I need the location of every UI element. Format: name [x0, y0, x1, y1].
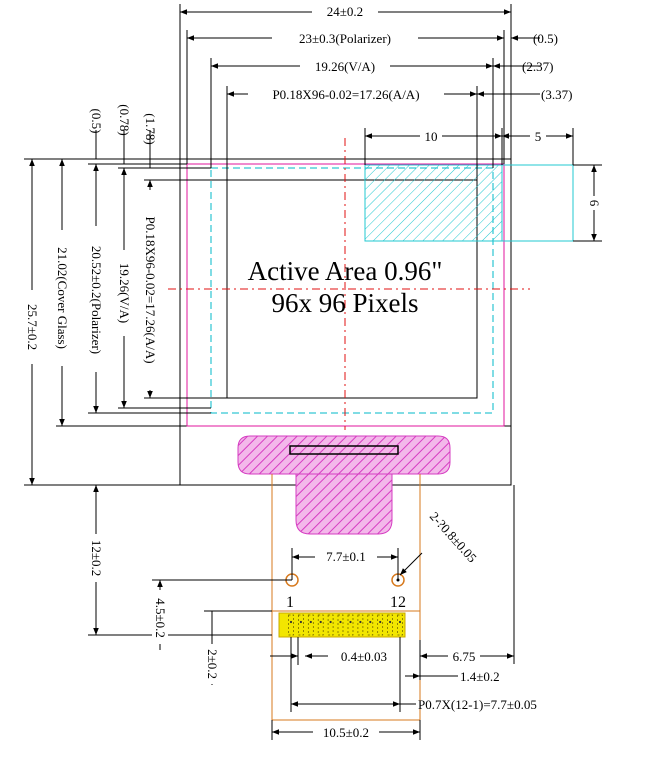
connector-pin-dot [349, 620, 352, 624]
connector-pin-dot [289, 620, 293, 624]
connector-pin-dot [389, 620, 392, 624]
va-height-dim: 19.26(V/A) [117, 263, 132, 323]
hole-spacing-dim: 7.7±0.1 [326, 549, 366, 564]
left-dimension-labels: 25.7±0.2 21.02(Cover Glass) 20.52±0.2(Po… [24, 104, 220, 684]
fpc-assembly: 1 12 [237, 435, 451, 721]
fpc-outline [271, 474, 421, 721]
ic-region-hatch [364, 164, 503, 242]
connector-pin [377, 614, 384, 636]
top-width-dim: 24±0.2 [327, 4, 363, 19]
connector-pin-dot [309, 620, 312, 624]
cog-area [237, 435, 451, 475]
connector-pin [288, 614, 294, 636]
right-gap-2-dim: (2.37) [522, 59, 553, 74]
connector-pin-dot [369, 620, 372, 624]
pin-12-label: 12 [390, 594, 406, 611]
connector-pin-dot [329, 620, 332, 624]
fpc-right-dim: 6.75 [453, 649, 476, 664]
fpc-stiffener-hatch [295, 473, 393, 535]
connector-pin-dot [379, 620, 382, 624]
polarizer-width-dim: 23±0.3(Polarizer) [299, 31, 391, 46]
fpc-length-dim: 12±0.2 [89, 540, 104, 576]
connector-pin [327, 614, 334, 636]
connector-pin [387, 614, 393, 636]
left-gap-1-dim: (0.5) [89, 109, 104, 134]
aa-height-dim: P0.18X96-0.02=17.26(A/A) [143, 216, 158, 363]
pin-1-label: 1 [286, 594, 294, 611]
connector-strip [278, 612, 406, 638]
aa-width-dim: P0.18X96-0.02=17.26(A/A) [272, 87, 419, 102]
left-gap-2-dim: (0.78) [117, 104, 132, 135]
connector-pin-dot [339, 620, 342, 624]
panel-outlines [168, 138, 574, 486]
connector-pin [347, 614, 354, 636]
left-gap-3-dim: (1.78) [143, 113, 158, 144]
hole-diameter-dim: 2-?0.8±0.05 [427, 509, 480, 566]
active-area-title: Active Area 0.96" [248, 256, 443, 286]
connector-pin [298, 614, 304, 636]
connector-pin [397, 614, 403, 636]
stiffener-dim: 2±0.2 [205, 649, 220, 679]
polarizer-height-dim: 20.52±0.2(Polarizer) [89, 246, 104, 354]
top-dimension-labels: 24±0.2 23±0.3(Polarizer) 19.26(V/A) P0.1… [248, 3, 602, 210]
pin-edge-dim: 1.4±0.2 [460, 669, 500, 684]
connector-pin-dot [319, 620, 322, 624]
connector-pin-dot [359, 620, 362, 624]
connector-pin [367, 614, 374, 636]
connector-pin [307, 614, 314, 636]
connector-pin [337, 614, 344, 636]
fpc-width-dim: 10.5±0.2 [323, 725, 369, 740]
va-width-dim: 19.26(V/A) [315, 59, 375, 74]
hole-offset-dim: 4.5±0.2 [153, 598, 168, 638]
right-gap-1-dim: (0.5) [533, 31, 558, 46]
connector-pin-dot [299, 620, 302, 624]
connector-pin [357, 614, 364, 636]
right-gap-3-dim: (3.37) [541, 87, 572, 102]
ic-right-dim: 5 [535, 129, 542, 144]
left-dimensions [24, 130, 292, 685]
driver-ic [289, 445, 399, 455]
pin-width-dim: 0.4±0.03 [341, 649, 387, 664]
ic-height-dim: 6 [587, 200, 602, 207]
connector-pins [288, 614, 403, 636]
connector-pin [317, 614, 324, 636]
ic-width-dim: 10 [425, 129, 438, 144]
connector-pin-dot [398, 620, 402, 624]
pin-pitch-dim: P0.7X(12-1)=7.7±0.05 [418, 697, 537, 712]
pixel-count-title: 96x 96 Pixels [271, 288, 418, 318]
cover-glass-dim: 21.02(Cover Glass) [55, 247, 70, 349]
total-height-dim: 25.7±0.2 [25, 304, 40, 350]
